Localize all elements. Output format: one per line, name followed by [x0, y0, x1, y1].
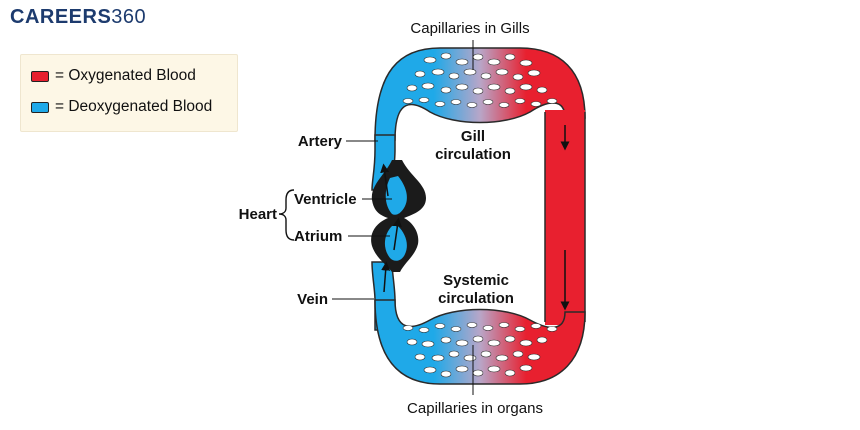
legend-item-oxygenated: = Oxygenated Blood: [31, 67, 196, 85]
atrium-label: Atrium: [294, 228, 342, 245]
vein-label: Vein: [297, 291, 328, 308]
logo-number: 360: [111, 6, 147, 28]
flow-arrow-heart: [392, 217, 402, 251]
brand-logo: CAREERS360: [10, 6, 146, 29]
heart-shape: [371, 160, 426, 272]
capillaries-organs-label: Capillaries in organs: [407, 400, 543, 417]
gill-circulation-label-line2: circulation: [435, 146, 511, 163]
heart-label: Heart: [239, 206, 277, 223]
logo-text: CAREERS: [10, 6, 112, 28]
ventricle-label: Ventricle: [294, 191, 357, 208]
gill-circulation-label-line1: Gill: [461, 128, 485, 145]
heart-brace: [278, 189, 295, 241]
atrium-chamber: [384, 226, 407, 261]
oxygenated-swatch: [31, 70, 49, 82]
flow-arrow-vein: [381, 261, 391, 293]
artery-label: Artery: [298, 133, 343, 150]
legend-label-deoxygenated: = Deoxygenated Blood: [55, 98, 213, 115]
systemic-circulation-label-line1: Systemic: [443, 272, 509, 289]
legend-label-oxygenated: = Oxygenated Blood: [55, 67, 196, 84]
deoxygenated-swatch: [31, 101, 49, 113]
systemic-circulation-label-line2: circulation: [438, 290, 514, 307]
legend: = Oxygenated Blood = Deoxygenated Blood: [20, 54, 238, 132]
capillaries-gills-label: Capillaries in Gills: [410, 20, 529, 37]
legend-item-deoxygenated: = Deoxygenated Blood: [31, 98, 212, 116]
flow-arrow-ventral-aorta: [380, 163, 390, 197]
ventricle-chamber: [385, 176, 407, 215]
gill-capillary-network: [402, 52, 558, 108]
